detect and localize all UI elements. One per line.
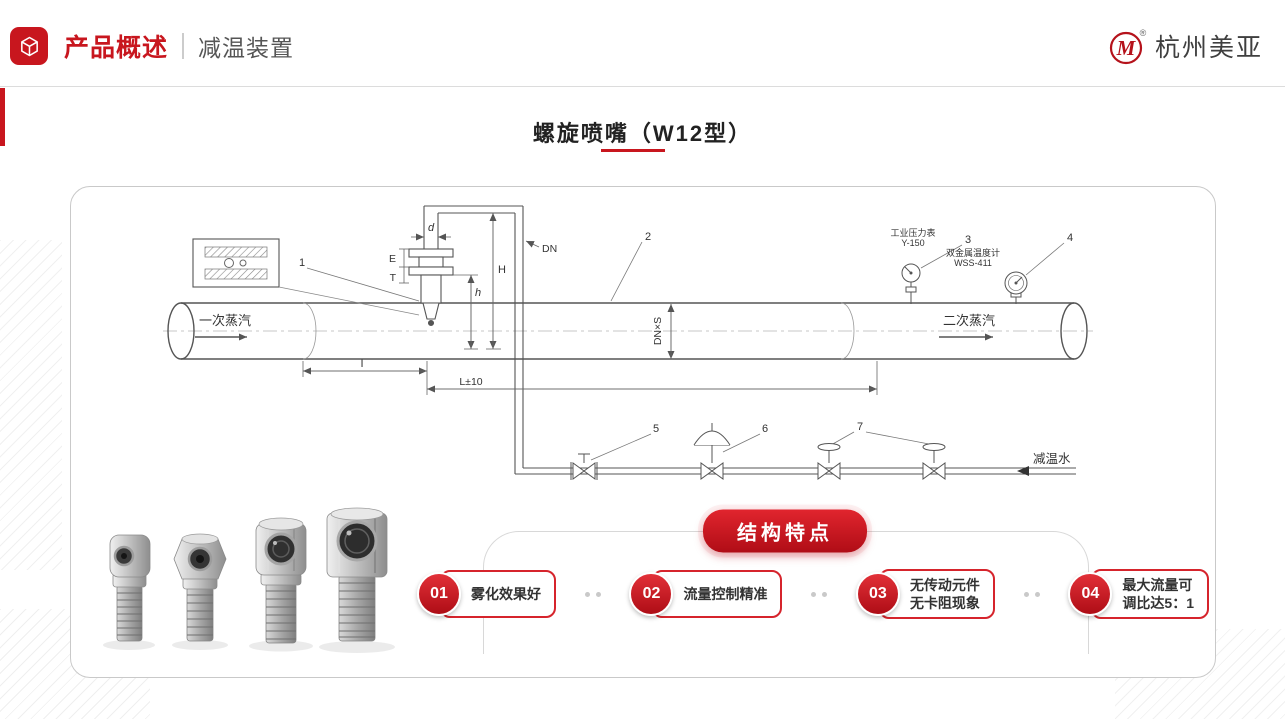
nozzle-sample-3	[249, 517, 313, 652]
feature-number-badge: 04	[1068, 572, 1113, 617]
dim-t: T	[390, 272, 397, 284]
temp-gauge-label-1: 双金属温度计	[946, 247, 1000, 258]
part-number-3: 3	[965, 234, 971, 246]
content-card: 一次蒸汽 二次蒸汽 减温水 d DN E T H h I L±10 DN×S 工…	[70, 186, 1216, 678]
feature-item: 02 流量控制精准	[629, 570, 783, 619]
feature-line: 无传动元件	[909, 577, 980, 593]
page-title: 产品概述	[64, 34, 169, 62]
steam-pipe	[167, 302, 1088, 360]
label-water: 减温水	[1033, 452, 1071, 466]
slide-title: 螺旋喷嘴（W12型）	[532, 121, 753, 146]
nozzle-photo	[103, 507, 395, 653]
feature-number-badge: 03	[855, 572, 900, 617]
flow-arrows	[195, 333, 1029, 476]
globe-valve-7b	[922, 443, 946, 480]
label-steam-in: 一次蒸汽	[199, 313, 251, 328]
dim-dn: DN	[542, 243, 557, 255]
nozzle-sample-4	[319, 507, 395, 653]
brand-name: 杭州美亚	[1154, 34, 1263, 62]
pipe-spec-label: DN×S	[652, 317, 664, 345]
dim-I: I	[360, 358, 363, 370]
part-number-1: 1	[299, 257, 305, 269]
nozzle-sample-1	[103, 534, 155, 650]
water-feed-line	[423, 205, 1076, 475]
feature-number-badge: 01	[417, 572, 461, 617]
corner-texture	[0, 240, 62, 570]
feature-item: 03 无传动元件 无卡阻现象	[855, 569, 995, 620]
part-number-7: 7	[857, 421, 863, 433]
dim-H: H	[498, 264, 506, 276]
features-row: 01 雾化效果好 02 流量控制精准 03 无传动元件 无卡阻现象 04	[417, 569, 1209, 620]
connector-dots	[584, 591, 601, 597]
package-icon	[20, 36, 38, 56]
thermometer-gauge	[1004, 271, 1028, 304]
part-number-2: 2	[645, 231, 651, 243]
connector-dots	[811, 591, 828, 597]
header: 产品概述 减温装置 M ® 杭州美亚	[0, 0, 1285, 87]
part-leader-lines	[306, 241, 1065, 461]
dim-L: L±10	[459, 376, 482, 388]
pressure-gauge	[901, 263, 921, 304]
feature-line: 最大流量可	[1122, 577, 1193, 593]
part-number-6: 6	[762, 423, 768, 435]
dim-d: d	[428, 222, 435, 234]
feature-line: 调比达5：1	[1122, 595, 1194, 612]
pressure-gauge-label-1: 工业压力表	[890, 227, 935, 238]
dim-e: E	[389, 253, 396, 265]
nozzle-detail-inset	[192, 238, 420, 316]
app-logo-badge	[10, 27, 48, 65]
feature-text: 雾化效果好	[440, 570, 556, 619]
brand-m-icon: M ®	[1109, 28, 1147, 65]
part-number-4: 4	[1067, 232, 1073, 244]
nozzle-sample-2	[172, 533, 228, 650]
feature-item: 04 最大流量可 调比达5：1	[1068, 569, 1209, 620]
registered-mark: ®	[1140, 28, 1147, 38]
dimension-lines	[302, 213, 878, 395]
brand-letter: M	[1116, 36, 1137, 60]
feature-number-badge: 02	[629, 572, 674, 617]
brand-logo: M ® 杭州美亚	[1105, 24, 1263, 68]
control-valve-6	[693, 423, 731, 480]
pressure-gauge-label-2: Y-150	[901, 238, 924, 248]
page-subtitle: 减温装置	[198, 35, 295, 61]
dim-h: h	[475, 287, 481, 299]
connector-dots	[1023, 591, 1040, 597]
feature-text: 流量控制精准	[652, 570, 783, 619]
diagram-labels: 一次蒸汽 二次蒸汽 减温水 d DN E T H h I L±10 DN×S 工…	[199, 222, 1073, 466]
title-divider	[182, 33, 185, 59]
temp-gauge-label-2: WSS-411	[954, 258, 992, 268]
piping-diagram: 一次蒸汽 二次蒸汽 减温水 d DN E T H h I L±10 DN×S 工…	[163, 205, 1093, 480]
gate-valve-5	[570, 453, 598, 480]
globe-valve-7a	[817, 443, 841, 480]
features-banner: 结构特点	[703, 509, 867, 553]
feature-line: 流量控制精准	[683, 586, 768, 603]
header-title-group: 产品概述 减温装置	[64, 28, 294, 64]
left-accent-bar	[0, 88, 5, 146]
title-underline-accent	[601, 149, 665, 152]
feature-line: 无卡阻现象	[909, 595, 980, 612]
label-steam-out: 二次蒸汽	[943, 313, 995, 328]
part-number-5: 5	[653, 423, 659, 435]
nozzle-assembly	[408, 248, 454, 327]
feature-line: 雾化效果好	[471, 586, 541, 603]
feature-item: 01 雾化效果好	[417, 570, 556, 619]
